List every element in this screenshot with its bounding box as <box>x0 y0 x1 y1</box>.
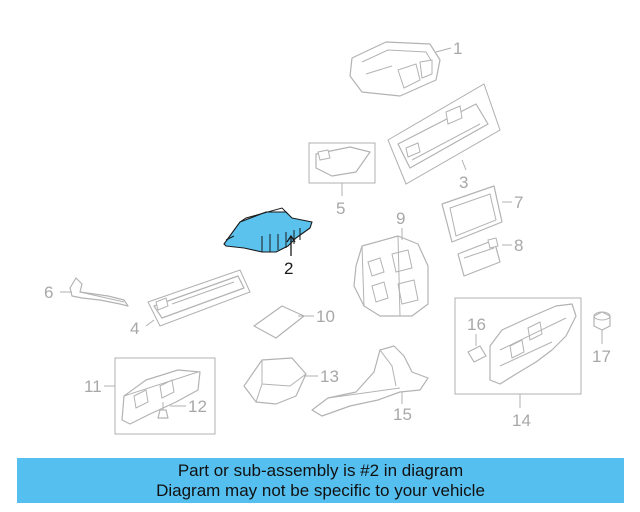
part-4-trim-strip[interactable]: 4 <box>130 269 251 338</box>
part-7-panel-insert[interactable]: 7 <box>441 185 523 243</box>
banner-line-2: Diagram may not be specific to your vehi… <box>156 480 485 500</box>
part-15-side-panel[interactable]: 15 <box>311 345 429 424</box>
callout-6[interactable]: 6 <box>44 283 53 302</box>
callout-1[interactable]: 1 <box>453 39 462 58</box>
part-8-small-insert[interactable]: 8 <box>457 236 523 277</box>
callout-5[interactable]: 5 <box>336 199 345 218</box>
part-6-bracket[interactable]: 6 <box>44 277 129 307</box>
part-16-clip[interactable]: 16 <box>467 315 487 363</box>
part-1-dash-vent-panel[interactable]: 1 <box>349 39 462 97</box>
callout-11[interactable]: 11 <box>84 377 102 396</box>
parts-diagram: 1 3 5 7 8 <box>44 39 611 435</box>
part-5-pad[interactable]: 5 <box>308 142 376 218</box>
callout-7[interactable]: 7 <box>514 193 523 212</box>
callout-10[interactable]: 10 <box>316 307 335 326</box>
callout-12[interactable]: 12 <box>188 397 207 416</box>
part-14-console-panel[interactable]: 14 <box>454 297 582 430</box>
callout-2[interactable]: 2 <box>284 259 293 278</box>
part-2-cover-highlighted[interactable]: 2 <box>223 207 313 278</box>
callout-15[interactable]: 15 <box>393 405 412 424</box>
part-3-trim-panel[interactable]: 3 <box>387 83 501 192</box>
part-13-bracket[interactable]: 13 <box>243 357 339 405</box>
callout-9[interactable]: 9 <box>396 209 405 228</box>
callout-4[interactable]: 4 <box>130 319 139 338</box>
callout-17[interactable]: 17 <box>592 347 611 366</box>
callout-14[interactable]: 14 <box>512 411 531 430</box>
part-9-center-bracket[interactable]: 9 <box>353 209 429 317</box>
part-11-lower-panel[interactable]: 11 <box>84 357 216 435</box>
callout-16[interactable]: 16 <box>467 315 486 334</box>
banner-line-1: Part or sub-assembly is #2 in diagram <box>177 460 464 480</box>
callout-3[interactable]: 3 <box>459 173 468 192</box>
info-banner: Part or sub-assembly is #2 in diagram Di… <box>17 458 624 503</box>
callout-8[interactable]: 8 <box>514 236 523 255</box>
part-17-plug[interactable]: 17 <box>592 311 611 366</box>
part-12-clip[interactable]: 12 <box>157 397 207 419</box>
part-10-pad[interactable]: 10 <box>253 305 335 339</box>
callout-13[interactable]: 13 <box>320 367 339 386</box>
